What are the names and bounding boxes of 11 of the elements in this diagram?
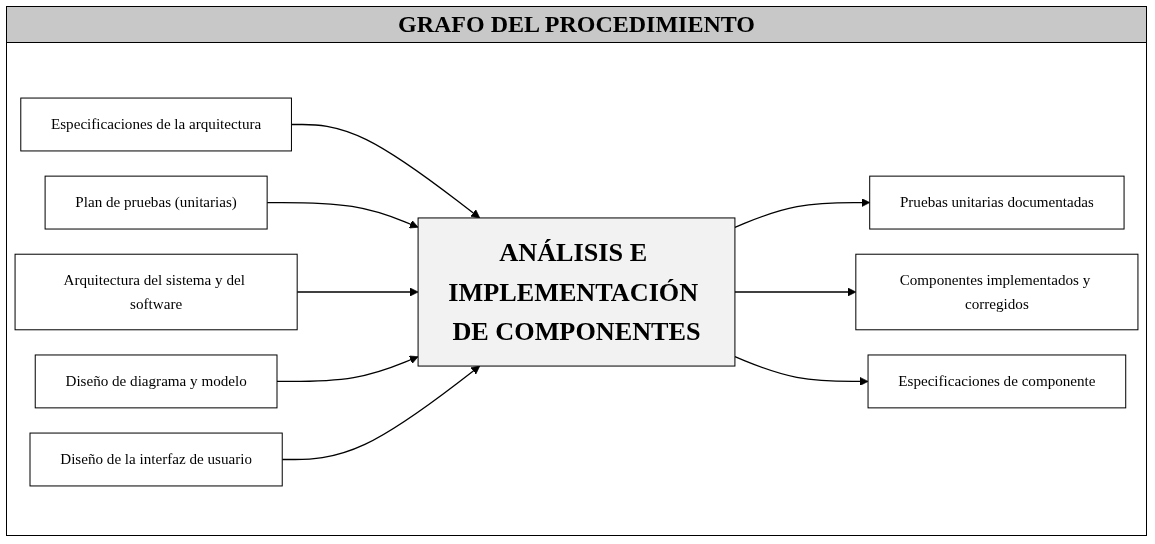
node-box: Diseño de la interfaz de usuario <box>29 432 283 487</box>
node-box: Especificaciones de componente <box>867 354 1127 409</box>
title-bar: GRAFO DEL PROCEDIMIENTO <box>7 7 1146 43</box>
node-box: Especificaciones de la arquitectura <box>20 97 292 152</box>
node-box: Componentes implementados y corregidos <box>855 253 1139 331</box>
arrow <box>734 356 869 386</box>
node-box: Plan de pruebas (unitarias) <box>44 175 268 230</box>
node-box: ANÁLISIS E IMPLEMENTACIÓN DE COMPONENTES <box>417 217 736 367</box>
node-box: Pruebas unitarias documentadas <box>869 175 1125 230</box>
node-box: Diseño de diagrama y modelo <box>34 354 278 409</box>
node-box: Arquitectura del sistema y del software <box>14 253 298 331</box>
